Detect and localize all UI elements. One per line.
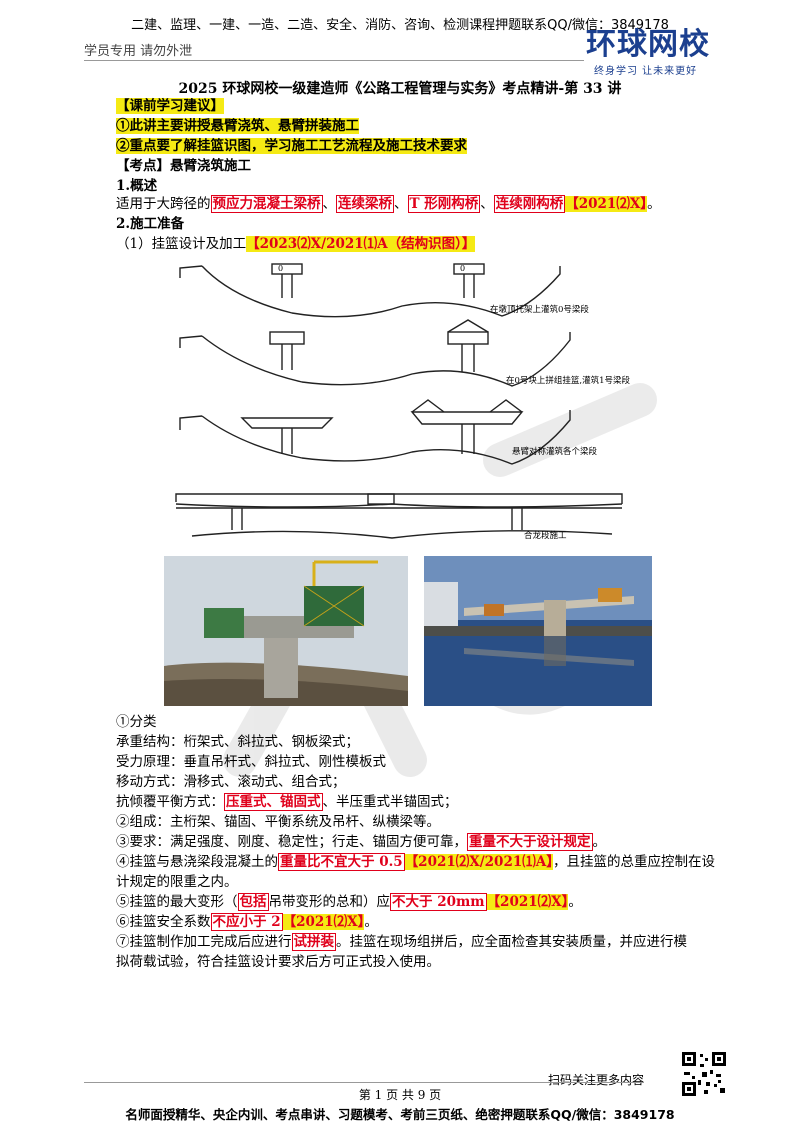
diagram-label-stage-2: 在0号块上拼组挂篮,灌筑1号梁段 bbox=[506, 375, 631, 386]
item-requirements: ③要求：满足强度、刚度、稳定性；行走、锚固方便可靠，重量不大于设计规定。 bbox=[116, 833, 606, 851]
cantilever-construction-photo-1 bbox=[164, 556, 408, 706]
cantilever-construction-diagram: 0 0 在墩顶托架上灌筑0号梁段 在0号块上拼组挂篮,灌筑1号梁段 悬臂对称灌筑… bbox=[175, 263, 631, 541]
logo-wordmark: 环球网校 bbox=[586, 27, 710, 62]
logo-slogan: 终身学习 让未来更好 bbox=[594, 66, 698, 77]
hanging-basket-subheading: （1）挂篮设计及加工【2023⑵X/2021⑴A（结构识图）】 bbox=[116, 236, 476, 252]
scan-prompt: 扫码关注更多内容 bbox=[548, 1073, 645, 1087]
section-1-heading: 1.概述 bbox=[116, 178, 158, 194]
study-advice-item-1: ①此讲主要讲授悬臂浇筑、悬臂拼装施工 bbox=[116, 118, 359, 134]
section-1-text: 适用于大跨径的预应力混凝土梁桥、连续梁桥、T 形刚构桥、连续刚构桥【2021⑵X… bbox=[116, 195, 661, 213]
section-2-heading: 2.施工准备 bbox=[116, 216, 185, 232]
kaodian-heading: 【考点】悬臂浇筑施工 bbox=[116, 158, 251, 174]
cantilever-construction-photo-2 bbox=[424, 556, 652, 706]
block-label-0-left: 0 bbox=[278, 264, 283, 273]
item-safety-factor: ⑥挂篮安全系数不应小于 2【2021⑵X】。 bbox=[116, 913, 378, 931]
item-trial-assembly-line2: 拟荷载试验，符合挂篮设计要求后方可正式投入使用。 bbox=[116, 954, 440, 970]
item-composition: ②组成：主桁架、锚固、平衡系统及吊杆、纵横梁等。 bbox=[116, 814, 440, 830]
header-contact-line: 二建、监理、一建、一造、二造、安全、消防、咨询、检测课程押题联系QQ/微信：38… bbox=[131, 18, 669, 33]
study-advice-heading: 【课前学习建议】 bbox=[116, 98, 224, 114]
page-title: 2025 环球网校一级建造师《公路工程管理与实务》考点精讲-第 33 讲 bbox=[178, 81, 622, 97]
item-weight-ratio-line2: 计规定的限重之内。 bbox=[116, 874, 238, 890]
brand-logo: 环球网校 终身学习 让未来更好 bbox=[586, 27, 726, 78]
classify-heading: ①分类 bbox=[116, 714, 157, 730]
diagram-label-stage-1: 在墩顶托架上灌筑0号梁段 bbox=[490, 304, 589, 315]
item-trial-assembly: ⑦挂篮制作加工完成后应进行试拼装。挂篮在现场组拼后，应全面检查其安装质量，并应进… bbox=[116, 933, 687, 951]
item-max-deformation: ⑤挂篮的最大变形（包括吊带变形的总和）应不大于 20mm【2021⑵X】。 bbox=[116, 893, 582, 911]
footer-contact-line: 名师面授精华、央企内训、考点串讲、习题模考、考前三页纸、绝密押题联系QQ/微信：… bbox=[125, 1107, 675, 1122]
item-weight-ratio: ④挂篮与悬浇梁段混凝土的重量比不宜大于 0.5【2021⑵X/2021⑴A】，且… bbox=[116, 853, 715, 871]
page-number: 第 1 页 共 9 页 bbox=[358, 1088, 442, 1102]
classify-movement: 移动方式：滑移式、滚动式、组合式； bbox=[116, 774, 346, 790]
classify-load-bearing: 承重结构：桁架式、斜拉式、钢板梁式； bbox=[116, 734, 359, 750]
diagram-label-stage-4: 合龙段施工 bbox=[524, 530, 567, 541]
classify-anti-overturn: 抗倾覆平衡方式：压重式、锚固式、半压重式半锚固式； bbox=[116, 793, 458, 811]
confidential-note: 学员专用 请勿外泄 bbox=[84, 44, 193, 59]
study-advice-item-2: ②重点要了解挂篮识图，学习施工工艺流程及施工技术要求 bbox=[116, 138, 467, 154]
footer-divider bbox=[84, 1082, 644, 1083]
qr-code-icon[interactable] bbox=[680, 1050, 728, 1098]
classify-force-principle: 受力原理：垂直吊杆式、斜拉式、刚性模板式 bbox=[116, 754, 386, 770]
block-label-0-right: 0 bbox=[460, 264, 465, 273]
diagram-label-stage-3: 悬臂对称灌筑各个梁段 bbox=[512, 446, 598, 457]
header-divider bbox=[84, 60, 584, 61]
